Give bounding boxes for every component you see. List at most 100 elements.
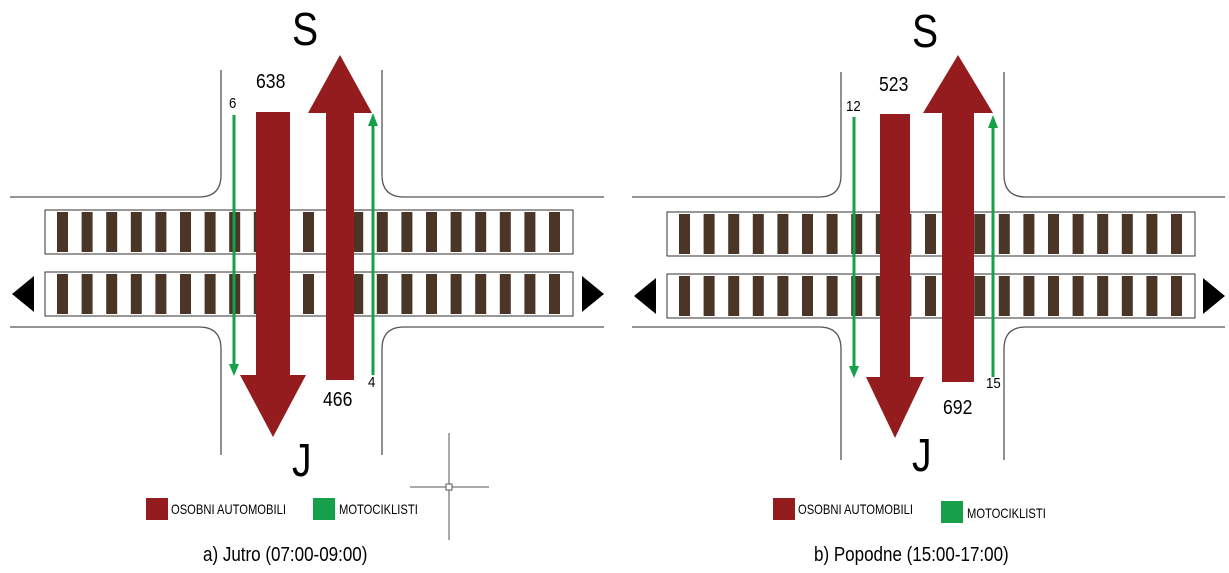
railway-tie: [499, 212, 511, 252]
railway-tie: [155, 274, 167, 314]
railway-tie: [1072, 276, 1084, 316]
railway-tie: [998, 214, 1010, 254]
road-corner-se: [1003, 326, 1225, 460]
railway-tie: [1072, 214, 1084, 254]
railway-tie: [81, 274, 93, 314]
railway-ties-north: [57, 212, 560, 252]
legend-car-label: OSOBNI AUTOMOBILI: [171, 501, 286, 517]
panel-caption: a) Jutro (07:00-09:00): [203, 544, 368, 566]
railway-tie: [549, 274, 560, 314]
railway-tie: [180, 212, 191, 252]
car-northbound-count: 692: [943, 397, 973, 419]
moto-southbound-count: 12: [846, 98, 861, 115]
railway-tie: [679, 214, 690, 254]
railway-tie: [204, 212, 216, 252]
railway-tie: [802, 276, 813, 316]
railway-tie: [1121, 276, 1133, 316]
south-label: J: [292, 434, 312, 486]
railway-tie: [851, 214, 863, 254]
moto-northbound-count: 4: [368, 374, 376, 391]
left-triangle-icon: [634, 278, 656, 314]
railway-tie: [1097, 214, 1109, 254]
railway-tie: [352, 274, 364, 314]
car-southbound-arrow: [866, 114, 924, 438]
railway-ties-south: [679, 276, 1182, 316]
panel-caption: b) Popodne (15:00-17:00): [814, 544, 1009, 566]
railway-tie: [998, 276, 1010, 316]
railway-tie: [426, 274, 437, 314]
railway-tie: [1146, 214, 1158, 254]
road-corner-ne: [381, 70, 604, 198]
railway-tie: [826, 276, 838, 316]
railway-tie: [130, 274, 142, 314]
moto-southbound-count: 6: [229, 95, 237, 112]
right-triangle-icon: [582, 276, 604, 312]
railway-tie: [752, 214, 764, 254]
railway-tie: [1023, 276, 1035, 316]
railway-tie: [1097, 276, 1109, 316]
road-corner-nw: [632, 72, 842, 198]
railway-tie: [376, 212, 388, 252]
legend-moto-swatch: [941, 501, 963, 523]
railway-tie: [728, 214, 740, 254]
railway-tie: [1146, 276, 1158, 316]
legend-moto-label: MOTOCIKLISTI: [967, 505, 1046, 521]
north-label: S: [292, 3, 319, 55]
railway-tie: [106, 274, 118, 314]
railway-ties-south: [57, 274, 560, 314]
railway-tie: [925, 276, 936, 316]
railway-tie: [752, 276, 764, 316]
railway-tie: [204, 274, 216, 314]
railway-tie: [130, 212, 142, 252]
railway-tie: [1171, 276, 1182, 316]
railway-tie: [524, 212, 536, 252]
railway-tie: [826, 214, 838, 254]
car-southbound-count: 638: [256, 71, 286, 93]
right-triangle-icon: [1203, 278, 1225, 314]
crosshair-icon: [410, 433, 489, 540]
legend-car-label: OSOBNI AUTOMOBILI: [798, 501, 913, 517]
railway-tie: [925, 214, 936, 254]
railway-tie: [703, 214, 715, 254]
railway-ties-north: [679, 214, 1182, 254]
legend-car-swatch: [146, 498, 168, 520]
panel-morning: S J 638 466 6 4 OSOBNI AUTOMOBILI MOTOCI…: [0, 0, 614, 573]
railway-tie: [1048, 276, 1059, 316]
railway-tie: [974, 276, 986, 316]
railway-tie: [401, 274, 413, 314]
car-northbound-arrow: [308, 55, 372, 380]
moto-southbound-arrowhead: [229, 364, 239, 376]
railway-tie: [303, 212, 314, 252]
car-northbound-arrow: [923, 55, 993, 382]
railway-tie: [974, 214, 986, 254]
railway-tie: [57, 212, 68, 252]
car-northbound-count: 466: [323, 389, 353, 411]
railway-tie: [777, 214, 789, 254]
railway-tie: [499, 274, 511, 314]
railway-tie: [1023, 214, 1035, 254]
railway-tie: [802, 214, 813, 254]
railway-tie: [155, 212, 167, 252]
railway-tie: [303, 274, 314, 314]
railway-tie: [1171, 214, 1182, 254]
railway-tie: [851, 276, 863, 316]
moto-southbound-arrowhead: [849, 366, 859, 378]
railway-tie: [549, 212, 560, 252]
railway-tie: [352, 212, 364, 252]
railway-tie: [426, 212, 437, 252]
legend-car-swatch: [773, 498, 795, 520]
railway-tie: [703, 276, 715, 316]
north-label: S: [912, 5, 939, 57]
legend-moto-swatch: [313, 498, 335, 520]
road-corner-se: [381, 326, 604, 455]
railway-tie: [524, 274, 536, 314]
moto-northbound-arrowhead: [368, 113, 378, 126]
railway-tie: [475, 274, 487, 314]
railway-tie: [81, 212, 93, 252]
road-edges: [632, 72, 1225, 460]
railway-tie: [1048, 214, 1059, 254]
car-southbound-arrow: [240, 112, 306, 437]
road-corner-nw: [10, 70, 222, 198]
road-corner-sw: [632, 326, 842, 460]
legend-moto-label: MOTOCIKLISTI: [339, 501, 418, 517]
